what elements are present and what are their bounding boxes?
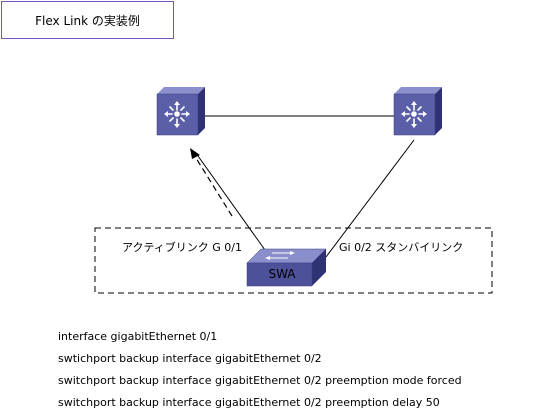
arrow-head <box>190 148 200 159</box>
config-line: switchport backup interface gigabitEther… <box>58 374 462 387</box>
access-area-box <box>94 227 493 294</box>
active-link-label: アクティブリンク G 0/1 <box>122 241 243 254</box>
layer3-switch-icon <box>156 87 205 136</box>
switch-label: SWA <box>268 267 296 281</box>
layer3-switch-icon <box>393 87 442 136</box>
standby-link-label: Gi 0/2 スタンバイリンク <box>339 241 464 254</box>
failover-arrow <box>195 157 233 217</box>
title-box: Flex Link の実装例 <box>1 1 174 39</box>
page-title: Flex Link の実装例 <box>35 14 140 28</box>
standby-link <box>325 139 415 258</box>
config-line: interface gigabitEthernet 0/1 <box>58 330 218 343</box>
config-line: swtichport backup interface gigabitEther… <box>58 352 322 365</box>
workgroup-switch-icon <box>246 248 327 287</box>
config-block: interface gigabitEthernet 0/1 swtichport… <box>58 326 462 414</box>
active-link <box>197 155 266 251</box>
config-line: switchport backup interface gigabitEther… <box>58 396 440 409</box>
